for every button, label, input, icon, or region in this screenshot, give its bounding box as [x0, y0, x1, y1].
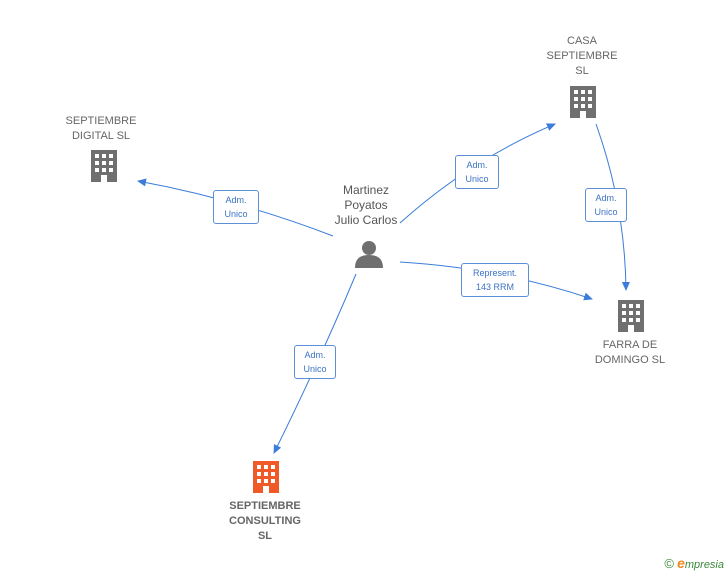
building-icon-farra[interactable] — [615, 298, 647, 334]
edge-label-digital: Adm. Unico — [213, 190, 259, 224]
brand-e: e — [677, 555, 685, 571]
building-icon-casa[interactable] — [567, 84, 599, 120]
edge-label-farra: Represent. 143 RRM — [461, 263, 529, 297]
edge-label-casa-farra: Adm. Unico — [585, 188, 627, 222]
company-label-digital[interactable]: SEPTIEMBRE DIGITAL SL — [65, 115, 137, 142]
empresia-logo: © empresia — [664, 555, 724, 571]
edge-label-casa: Adm. Unico — [455, 155, 499, 189]
person-name-label[interactable]: Martinez Poyatos Julio Carlos — [334, 183, 398, 227]
building-icon-consulting[interactable] — [250, 459, 282, 495]
building-icon-digital[interactable] — [88, 148, 120, 184]
company-label-farra[interactable]: FARRA DE DOMINGO SL — [594, 339, 666, 366]
person-icon[interactable] — [354, 239, 384, 269]
company-label-consulting[interactable]: SEPTIEMBRE CONSULTING SL — [229, 500, 301, 542]
copyright-icon: © — [664, 556, 675, 571]
company-label-casa[interactable]: CASA SEPTIEMBRE SL — [546, 35, 618, 77]
edge-label-consulting: Adm. Unico — [294, 345, 336, 379]
brand-rest: mpresia — [684, 559, 724, 571]
